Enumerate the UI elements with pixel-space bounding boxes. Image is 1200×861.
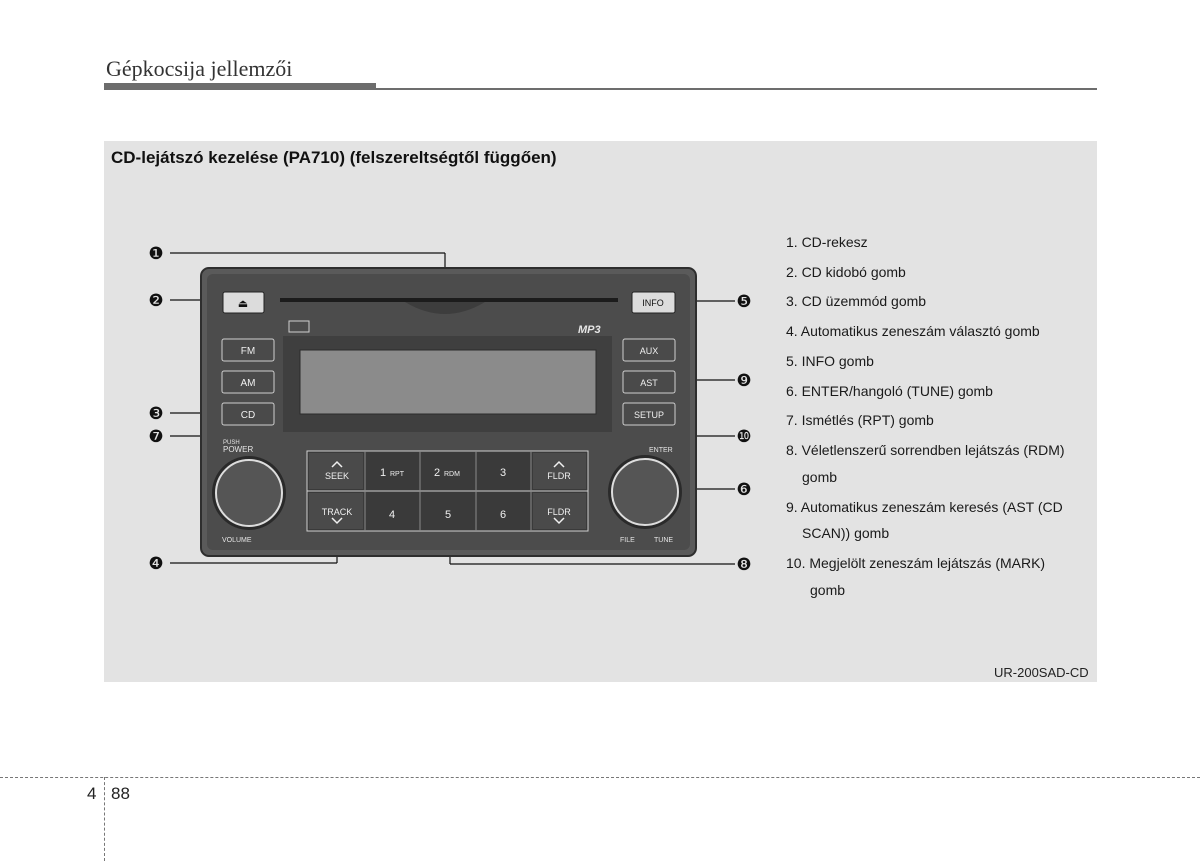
eject-button bbox=[222, 291, 265, 314]
aux-button-label: AUX bbox=[640, 346, 659, 356]
legend-item-2: 2. CD kidobó gomb bbox=[786, 264, 906, 280]
push-label: PUSH bbox=[223, 440, 240, 446]
fm-button-label: FM bbox=[241, 346, 255, 357]
preset-2-sub: RDM bbox=[444, 471, 460, 478]
header-rule-dark bbox=[104, 83, 376, 90]
footer-vertical-divider bbox=[104, 777, 105, 861]
callout-4: ❹ bbox=[148, 554, 163, 573]
figure-code: UR-200SAD-CD bbox=[994, 665, 1089, 680]
page-header-title: Gépkocsija jellemzői bbox=[106, 56, 293, 81]
page-number: 88 bbox=[111, 784, 130, 803]
header-rule-thin bbox=[376, 88, 1097, 90]
callout-7: ❼ bbox=[148, 427, 163, 446]
folder-down-button-label: FLDR bbox=[547, 507, 571, 517]
callout-3: ❸ bbox=[148, 404, 163, 423]
chapter-number: 4 bbox=[87, 784, 97, 803]
volume-label: VOLUME bbox=[222, 537, 252, 544]
file-label: FILE bbox=[620, 537, 635, 544]
power-label: POWER bbox=[223, 445, 253, 454]
callout-6: ❻ bbox=[736, 480, 751, 499]
callout-8: ❽ bbox=[736, 555, 751, 574]
info-button bbox=[631, 291, 676, 314]
preset-4-num: 4 bbox=[389, 509, 395, 521]
legend-item-9: 9. Automatikus zeneszám keresés (AST (CD bbox=[786, 499, 1063, 515]
folder-down-icon bbox=[553, 517, 565, 525]
seek-button-label: SEEK bbox=[325, 471, 349, 481]
cd-button-label: CD bbox=[241, 410, 255, 421]
legend-item-8-cont: gomb bbox=[802, 469, 838, 485]
seek-up-icon bbox=[331, 460, 343, 468]
legend-item-10: 10. Megjelölt zeneszám lejátszás (MARK) bbox=[786, 555, 1046, 571]
callout-9: ❾ bbox=[736, 371, 751, 390]
legend-item-5: 5. INFO gomb bbox=[786, 353, 874, 369]
eject-icon: ⏏ bbox=[238, 298, 248, 310]
callout-2: ❷ bbox=[148, 291, 163, 310]
preset-1-num: 1 bbox=[380, 467, 386, 479]
preset-1-sub: RPT bbox=[390, 471, 405, 478]
legend-item-10-cont: gomb bbox=[810, 582, 846, 598]
tune-label: TUNE bbox=[654, 537, 673, 544]
preset-3-num: 3 bbox=[500, 467, 506, 479]
tune-knob bbox=[611, 458, 679, 526]
legend-item-6: 6. ENTER/hangoló (TUNE) gomb bbox=[786, 383, 993, 399]
am-button-label: AM bbox=[241, 378, 256, 389]
footer-divider bbox=[0, 777, 1200, 778]
legend-item-3: 3. CD üzemmód gomb bbox=[786, 293, 927, 309]
preset-2-num: 2 bbox=[434, 467, 440, 479]
enter-label: ENTER bbox=[649, 447, 673, 454]
preset-6-num: 6 bbox=[500, 509, 506, 521]
folder-up-button-label: FLDR bbox=[547, 471, 571, 481]
legend-item-8: 8. Véletlenszerű sorrendben lejátszás (R… bbox=[786, 442, 1065, 458]
info-button-label: INFO bbox=[642, 298, 664, 308]
legend-item-7: 7. Ismétlés (RPT) gomb bbox=[786, 412, 934, 428]
lcd-display bbox=[299, 349, 597, 415]
folder-up-icon bbox=[553, 460, 565, 468]
disc-logo-icon bbox=[288, 320, 310, 333]
legend-item-9-cont: SCAN)) gomb bbox=[802, 525, 890, 541]
legend-item-1: 1. CD-rekesz bbox=[786, 234, 868, 250]
callout-10: ❿ bbox=[736, 427, 751, 446]
cd-slot bbox=[280, 298, 618, 302]
setup-button-label: SETUP bbox=[634, 410, 664, 420]
cd-radio-diagram: MP3 ⏏ INFO FM AM CD AUX AST SETUP PUSH P… bbox=[148, 244, 751, 574]
volume-knob bbox=[215, 459, 283, 527]
track-down-icon bbox=[331, 517, 343, 525]
ast-button-label: AST bbox=[640, 378, 658, 388]
preset-5-num: 5 bbox=[445, 509, 451, 521]
legend-item-4: 4. Automatikus zeneszám választó gomb bbox=[786, 323, 1040, 339]
track-button-label: TRACK bbox=[322, 507, 353, 517]
callout-5: ❺ bbox=[736, 292, 751, 311]
mp3-logo: MP3 bbox=[578, 324, 601, 336]
section-title: CD-lejátszó kezelése (PA710) (felszerelt… bbox=[111, 148, 557, 167]
callout-1: ❶ bbox=[148, 244, 163, 263]
